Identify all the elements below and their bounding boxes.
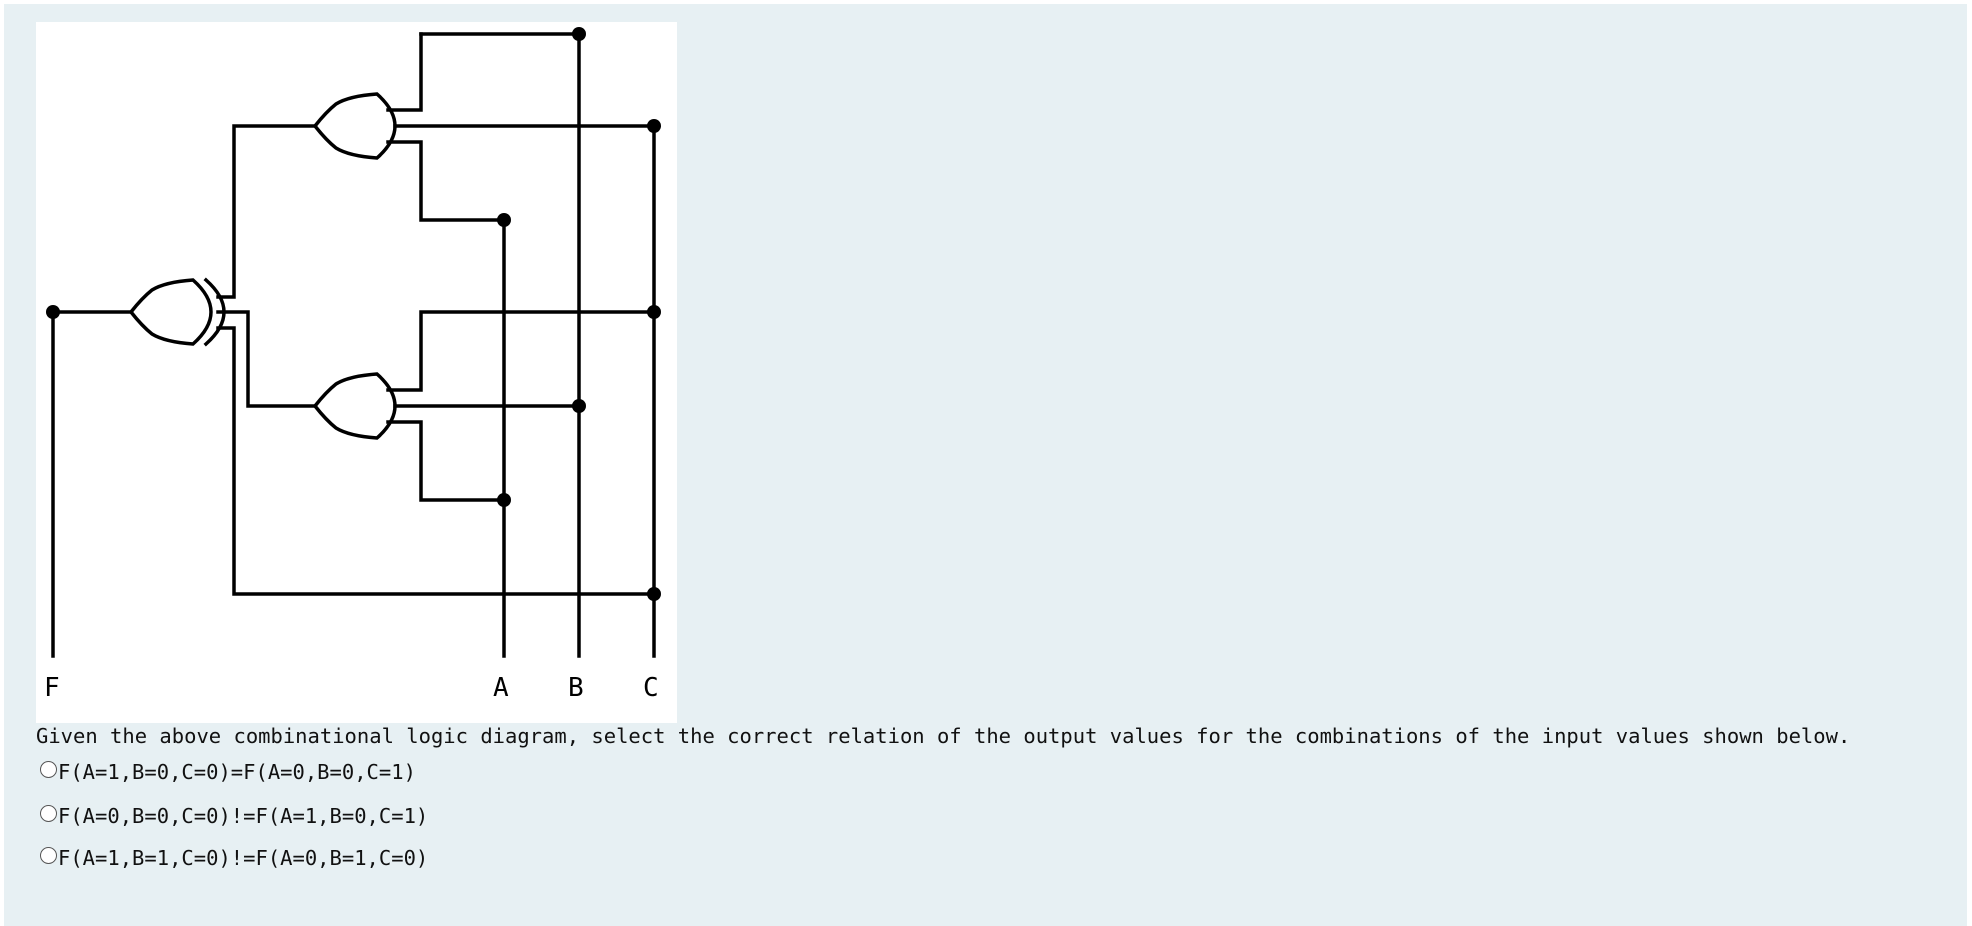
question-text: Given the above combinational logic diag… [36,724,1851,748]
label-a: A [493,673,509,703]
label-b: B [568,673,584,703]
option-3[interactable]: F(A=1,B=1,C=0)!=F(A=0,B=1,C=0) [40,846,428,870]
radio-button[interactable] [40,804,57,822]
option-2[interactable]: F(A=0,B=0,C=0)!=F(A=1,B=0,C=1) [40,804,428,828]
option-label: F(A=1,B=0,C=0)=F(A=0,B=0,C=1) [58,760,416,784]
or-gate-upper [312,92,397,160]
option-label: F(A=0,B=0,C=0)!=F(A=1,B=0,C=1) [58,804,429,828]
logic-diagram-svg: F A B C [44,27,661,703]
label-f: F [44,673,60,703]
or-gate-lower [312,372,397,440]
option-label: F(A=1,B=1,C=0)!=F(A=0,B=1,C=0) [58,846,429,870]
option-1[interactable]: F(A=1,B=0,C=0)=F(A=0,B=0,C=1) [40,760,416,784]
radio-button[interactable] [40,760,57,778]
xor-gate [128,278,213,346]
junction-dots [46,27,661,601]
radio-button[interactable] [40,846,57,864]
label-c: C [643,673,659,703]
logic-diagram: F A B C [36,22,677,723]
